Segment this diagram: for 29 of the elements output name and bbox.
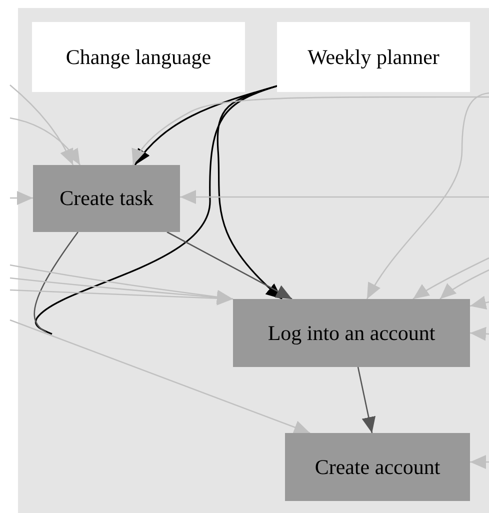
arrow [470,296,489,310]
arrow [10,319,310,434]
node-label: Log into an account [268,320,436,346]
process-box [32,22,245,92]
arrow [470,326,489,341]
arrow [166,231,292,300]
process-box [33,165,180,232]
process-box [233,299,470,367]
arrow [180,190,489,204]
process-box [277,22,470,92]
arrow [10,117,81,166]
connector-line [34,85,278,335]
arrow [440,269,489,300]
arrow [10,191,33,205]
arrow [10,289,234,306]
node-label: Create task [60,186,154,211]
connector-line [34,232,79,333]
arrow [132,96,489,166]
arrow [216,85,283,300]
arrow [470,455,489,469]
arrow [10,84,74,166]
node-label: Create account [314,454,440,480]
arrow [412,257,489,300]
arrow [357,366,376,434]
node-label: Weekly planner [308,44,440,70]
node-label: Change language [66,44,212,70]
process-box [285,433,470,501]
arrow [10,264,234,304]
arrow [366,92,489,300]
